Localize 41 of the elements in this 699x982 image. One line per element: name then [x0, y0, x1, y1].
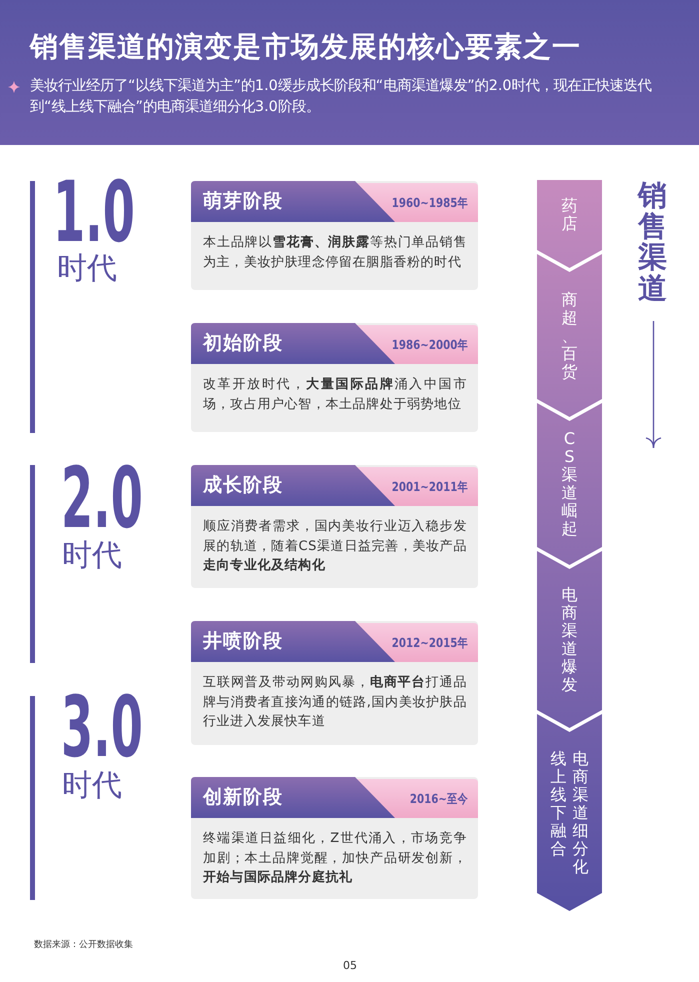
chevron-shape — [537, 180, 602, 268]
era-label: 时代 — [62, 770, 122, 802]
year-range: 2001~2011年 — [392, 479, 468, 495]
stage-title: 井喷阶段 — [203, 630, 283, 652]
stage-description: 终端渠道日益细化，Z世代涌入，市场竞争加剧；本土品牌觉醒，加快产品研发创新，开始与国际品牌分庭抗礼 — [203, 830, 467, 887]
stage-card — [191, 777, 478, 899]
page-title: 销售渠道的演变是市场发展的核心要素之一 — [30, 30, 581, 64]
channel-label: 药店 — [561, 197, 578, 233]
era-label: 时代 — [57, 253, 117, 285]
stage-title: 成长阶段 — [203, 474, 283, 496]
source-note: 数据来源：公开数据收集 — [34, 940, 133, 951]
stage-description: 顺应消费者需求，国内美妆行业迈入稳步发展的轨道，随着CS渠道日益完善，美妆产品走向专业化及结构化 — [203, 518, 467, 575]
stage-title: 萌芽阶段 — [203, 190, 283, 212]
year-range: 2012~2015年 — [392, 635, 468, 651]
stage-card — [191, 181, 478, 290]
chevron-shape — [537, 714, 602, 911]
era-number: 2.0 — [61, 467, 143, 529]
channel-label: 电商渠道细分化线上线下融合 — [550, 750, 589, 876]
era-label: 时代 — [62, 540, 122, 572]
stage-card — [191, 465, 478, 588]
year-range: 1960~1985年 — [392, 195, 468, 211]
chevron-shape — [537, 551, 602, 728]
year-range: 1986~2000年 — [392, 337, 468, 353]
stage-title: 初始阶段 — [203, 332, 283, 354]
year-range: 2016~至今 — [410, 791, 468, 807]
chevron-shape — [537, 403, 602, 565]
stage-description: 改革开放时代，大量国际品牌涌入中国市场，攻占用户心智，本土品牌处于弱势地位 — [203, 376, 467, 414]
era-number: 1.0 — [53, 181, 135, 243]
subtitle-text: 美妆行业经历了“以线下渠道为主”的1.0缓步成长阶段和“电商渠道爆发”的2.0时代，现在正快速迭代到“线上线下融合”的电商渠道细分化3.0阶段。 — [30, 76, 653, 117]
chevron-shape — [537, 254, 602, 417]
stage-card — [191, 621, 478, 745]
stage-description: 本土品牌以雪花膏、润肤露等热门单品销售为主，美妆护肤理念停留在胭脂香粉的时代 — [203, 234, 467, 272]
stage-card — [191, 323, 478, 432]
era-number: 3.0 — [61, 696, 143, 758]
page-number: 05 — [343, 960, 357, 972]
stage-title: 创新阶段 — [203, 786, 283, 808]
channel-label: 商超、百货 — [561, 290, 578, 380]
channel-label: CS渠道崛起 — [561, 430, 578, 538]
stage-description: 互联网普及带动网购风暴，电商平台打通品牌与消费者直接沟通的链路,国内美妆护肤品行业进入发展快车道 — [203, 674, 467, 731]
vertical-heading: 销售渠道 — [637, 180, 668, 304]
channel-label: 电商渠道爆发 — [561, 586, 578, 694]
